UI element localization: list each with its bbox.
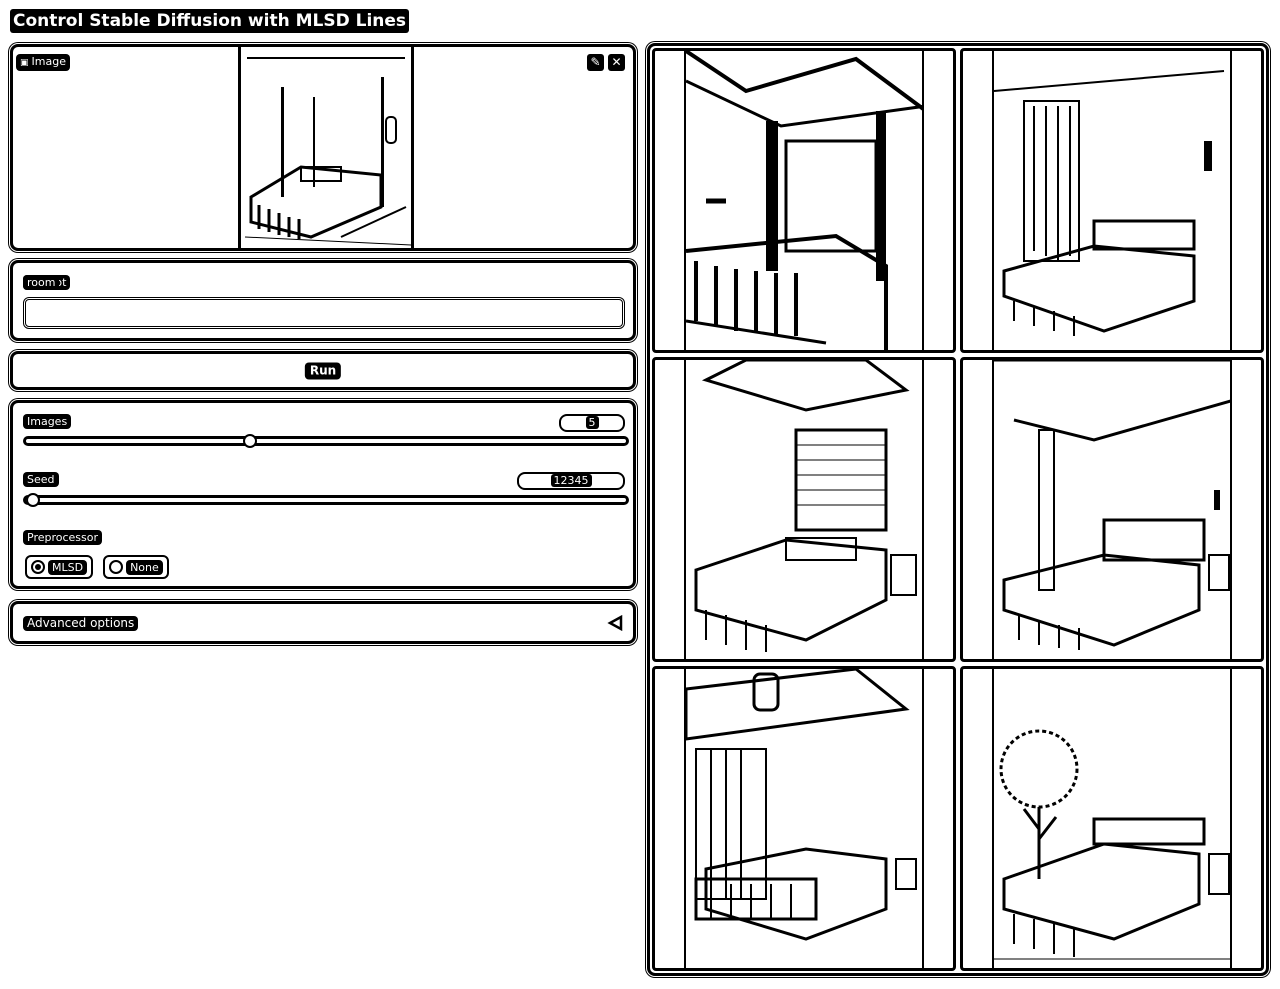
radio-selected-icon [31,560,45,574]
advanced-options-accordion[interactable]: Advanced options [10,601,636,644]
image-label-text: Image [31,55,66,68]
gallery-image-2 [992,51,1232,350]
page-title: Control Stable Diffusion with MLSD Lines [10,9,410,33]
preprocessor-option-none[interactable]: None [103,555,169,579]
close-icon[interactable]: ✕ [608,54,625,71]
images-slider[interactable] [23,434,629,448]
seed-number-value: 12345 [550,474,592,487]
preprocessor-radio-group: MLSD None [25,555,169,579]
seed-label: Seed [23,472,59,487]
preprocessor-label: Preprocessor [23,530,103,545]
preprocessor-option-mlsd[interactable]: MLSD [25,555,94,579]
prompt-value: room [23,275,60,290]
run-button-label: Run [304,362,342,379]
preprocessor-option-label: MLSD [48,559,88,575]
seed-slider[interactable] [23,493,629,507]
gallery-item[interactable] [652,666,956,971]
images-number-input[interactable]: 5 [559,414,625,432]
gallery-image-5 [684,669,924,968]
gallery-image-1 [684,51,924,350]
seed-number-input[interactable]: 12345 [517,472,625,490]
run-button[interactable]: Run [10,351,636,390]
collapse-triangle-icon[interactable] [607,615,623,631]
gallery-image-3 [684,360,924,659]
options-panel: Images 5 Seed 12345 Preprocessor MLSD No… [10,400,636,589]
gallery-item[interactable] [960,357,1264,662]
gallery-item[interactable] [960,666,1264,971]
radio-unselected-icon [109,560,124,574]
gallery-item[interactable] [652,48,956,353]
gallery-image-6 [992,669,1232,968]
gallery-item[interactable] [652,357,956,662]
image-icon: ▣ [20,58,29,68]
images-slider-thumb[interactable] [242,434,257,448]
prompt-panel: Prompt room [10,260,636,341]
images-number-value: 5 [585,416,599,429]
image-input-panel[interactable]: ▣Image ✎ ✕ [10,44,636,251]
advanced-options-label: Advanced options [23,616,139,631]
prompt-input[interactable] [23,297,625,329]
image-label: ▣Image [16,54,70,71]
seed-slider-thumb[interactable] [26,493,40,507]
output-gallery [647,43,1269,976]
gallery-image-4 [992,360,1232,659]
gallery-item[interactable] [960,48,1264,353]
bedroom-sketch-image [241,47,411,248]
preprocessor-option-label: None [126,559,163,575]
images-label: Images [23,414,72,429]
input-image-preview [238,47,414,248]
image-label-wrap: ▣Image [16,50,70,71]
image-corner-buttons: ✎ ✕ [587,54,625,71]
pencil-icon[interactable]: ✎ [587,54,604,71]
